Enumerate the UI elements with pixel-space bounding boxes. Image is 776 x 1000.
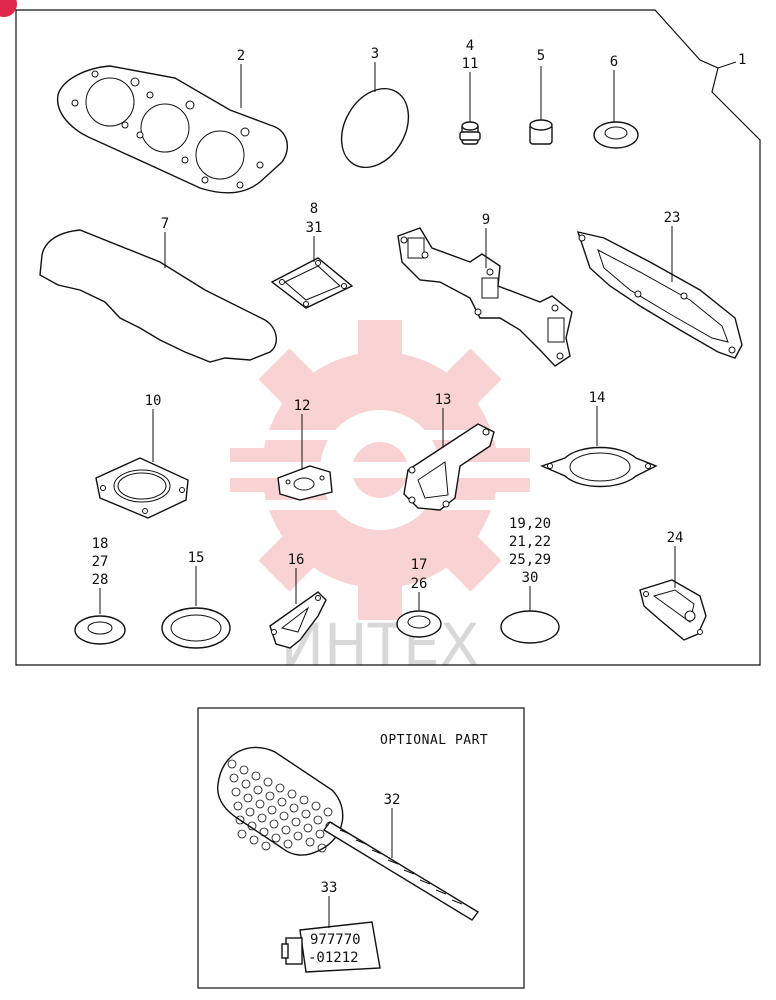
callout-28: 28 bbox=[92, 572, 109, 588]
part-17-seal-ring bbox=[396, 610, 442, 638]
part-2-head-gasket bbox=[56, 65, 289, 194]
kit-frame bbox=[15, 9, 761, 666]
part-15-large-washer bbox=[161, 607, 231, 649]
part-14-oval-gasket bbox=[540, 446, 658, 488]
watermark-logo bbox=[230, 320, 530, 620]
callout-14: 14 bbox=[589, 390, 606, 406]
callout-4: 4 bbox=[466, 38, 474, 54]
optional-part-box bbox=[197, 707, 525, 989]
callout-9: 9 bbox=[482, 212, 490, 228]
part-12-small-gasket bbox=[277, 465, 333, 501]
callout-16: 16 bbox=[288, 552, 305, 568]
part-6-seal-ring bbox=[593, 121, 639, 149]
callout-19-20: 19,20 bbox=[509, 516, 551, 532]
callout-18: 18 bbox=[92, 536, 109, 552]
callout-17: 17 bbox=[411, 557, 428, 573]
callout-21-22: 21,22 bbox=[509, 534, 551, 550]
part-24-cover-gasket bbox=[639, 579, 707, 641]
callout-15: 15 bbox=[188, 550, 205, 566]
callout-27: 27 bbox=[92, 554, 109, 570]
callout-6: 6 bbox=[610, 54, 618, 70]
callout-1: 1 bbox=[738, 52, 746, 68]
tube-code-line1: 977770 bbox=[310, 932, 361, 948]
part-8-square-gasket bbox=[270, 257, 354, 309]
part-23-intake-gasket bbox=[576, 231, 743, 359]
part-7-cover-gasket bbox=[39, 229, 277, 363]
tube-code-line2: -01212 bbox=[308, 950, 359, 966]
optional-part-title: OPTIONAL PART bbox=[380, 733, 488, 748]
callout-7: 7 bbox=[161, 216, 169, 232]
part-5-bushing bbox=[529, 119, 553, 145]
callout-8: 8 bbox=[310, 201, 318, 217]
callout-31: 31 bbox=[306, 220, 323, 236]
callout-24: 24 bbox=[667, 530, 684, 546]
part-19-o-ring bbox=[500, 610, 560, 644]
part-3-o-ring bbox=[340, 87, 410, 169]
callout-3: 3 bbox=[371, 46, 379, 62]
part-10-flange-gasket bbox=[95, 457, 189, 519]
callout-30: 30 bbox=[522, 570, 539, 586]
part-32-honing-brush bbox=[217, 746, 480, 921]
callout-11: 11 bbox=[462, 56, 479, 72]
callout-23: 23 bbox=[664, 210, 681, 226]
part-13-bracket-gasket bbox=[403, 423, 495, 511]
leader-1 bbox=[717, 61, 737, 69]
callout-12: 12 bbox=[294, 398, 311, 414]
callout-10: 10 bbox=[145, 393, 162, 409]
callout-32: 32 bbox=[384, 792, 401, 808]
part-16-bracket-gasket bbox=[269, 591, 327, 649]
callout-25-29: 25,29 bbox=[509, 552, 551, 568]
part-33-sealant-tube: 977770 -01212 bbox=[281, 921, 381, 973]
callout-33: 33 bbox=[321, 880, 338, 896]
part-9-manifold-gasket bbox=[397, 227, 573, 367]
part-18-washer bbox=[74, 615, 126, 645]
callout-5: 5 bbox=[537, 48, 545, 64]
callout-2: 2 bbox=[237, 48, 245, 64]
part-4-stem-seal bbox=[459, 121, 481, 145]
callout-26: 26 bbox=[411, 576, 428, 592]
corner-badge bbox=[0, 0, 17, 17]
callout-13: 13 bbox=[435, 392, 452, 408]
